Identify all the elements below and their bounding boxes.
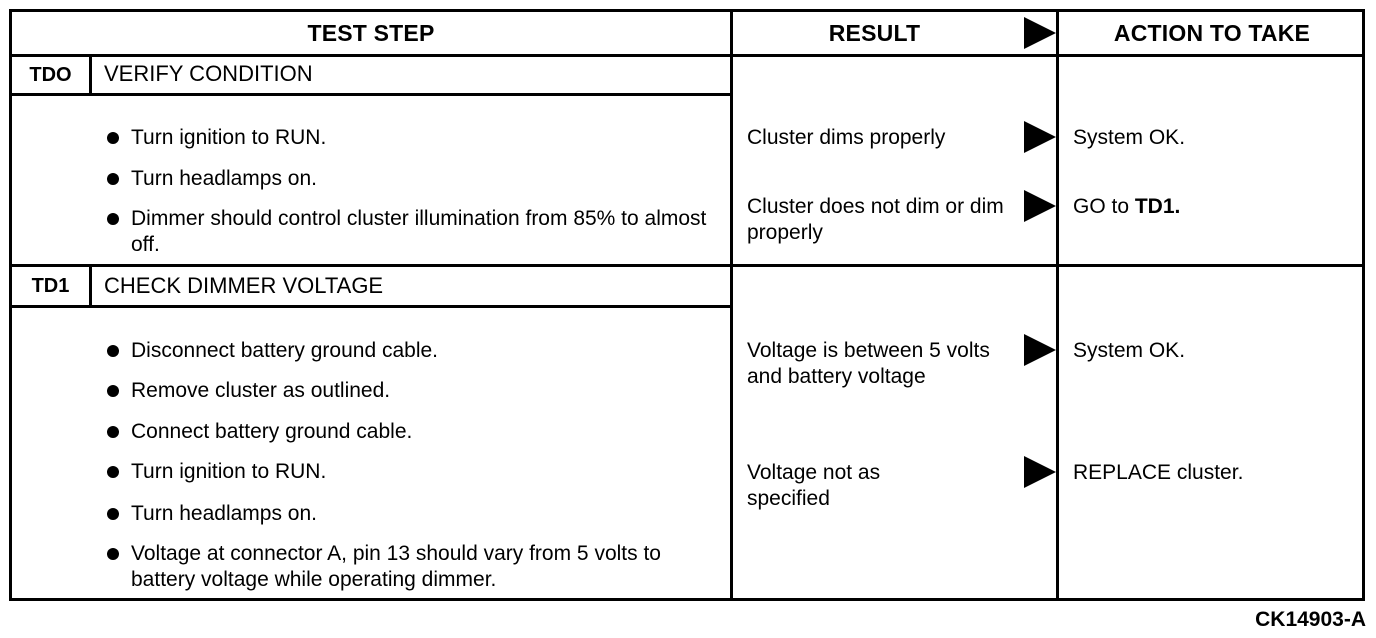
result-arrow-icon xyxy=(1024,334,1056,366)
divider-result-action xyxy=(1056,9,1059,601)
list-item: Connect battery ground cable. xyxy=(104,419,714,445)
step-title-divider xyxy=(9,305,731,308)
step-id: TD1 xyxy=(31,275,70,297)
step-title: VERIFY CONDITION xyxy=(104,61,313,86)
list-item: Turn ignition to RUN. xyxy=(104,125,714,151)
action-text: System OK. xyxy=(1073,339,1186,362)
action-text: System OK. xyxy=(1073,126,1186,149)
header-action: ACTION TO TAKE xyxy=(1113,20,1311,46)
list-item: Dimmer should control cluster illuminati… xyxy=(104,206,714,258)
action-text: REPLACE cluster. xyxy=(1073,461,1244,484)
header-divider xyxy=(9,54,1365,57)
result-text: Voltage is between 5 volts and battery v… xyxy=(747,339,990,388)
header-result: RESULT xyxy=(828,20,921,46)
figure-code: CK14903-A xyxy=(1255,608,1366,631)
step-id-divider xyxy=(89,56,92,94)
step-separator xyxy=(9,264,1365,267)
header-arrow-icon xyxy=(1024,17,1056,49)
step-title-divider xyxy=(9,93,731,96)
result-text: Cluster dims properly xyxy=(747,126,946,149)
result-arrow-icon xyxy=(1024,190,1056,222)
list-item: Disconnect battery ground cable. xyxy=(104,338,714,364)
result-text: Voltage not as specified xyxy=(747,461,881,510)
action-text: GO to TD1. xyxy=(1073,195,1181,218)
list-item: Turn headlamps on. xyxy=(104,166,714,192)
list-item: Remove cluster as outlined. xyxy=(104,378,714,404)
step-id: TDO xyxy=(29,64,72,86)
list-item: Turn headlamps on. xyxy=(104,501,714,527)
step-title: CHECK DIMMER VOLTAGE xyxy=(104,273,384,298)
step-id-divider xyxy=(89,266,92,306)
header-test-step: TEST STEP xyxy=(307,20,435,46)
divider-step-result xyxy=(730,9,733,601)
list-item: Voltage at connector A, pin 13 should va… xyxy=(104,541,714,593)
result-text: Cluster does not dim or dim properly xyxy=(747,195,1004,244)
result-arrow-icon xyxy=(1024,456,1056,488)
result-arrow-icon xyxy=(1024,121,1056,153)
list-item: Turn ignition to RUN. xyxy=(104,459,714,485)
